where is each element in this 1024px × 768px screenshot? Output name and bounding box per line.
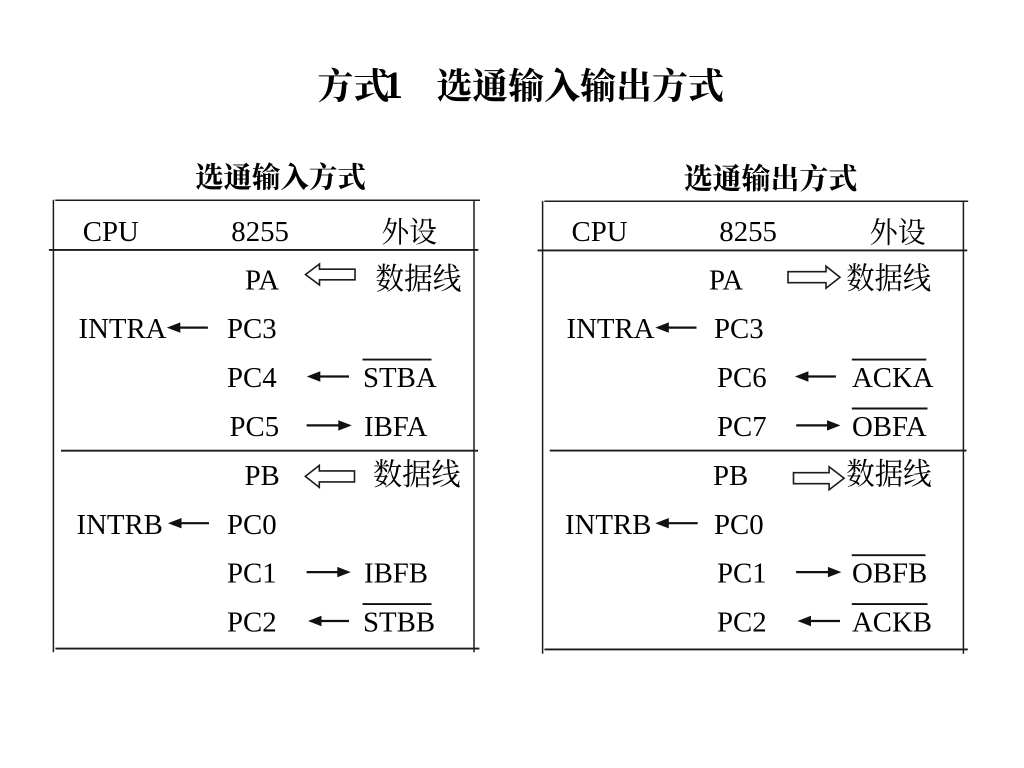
svg-text:INTRA: INTRA [79, 313, 167, 345]
svg-text:PA: PA [245, 264, 279, 296]
svg-text:ACKA: ACKA [852, 362, 934, 394]
svg-text:CPU: CPU [83, 216, 139, 248]
svg-text:PB: PB [713, 460, 748, 492]
svg-text:PB: PB [245, 460, 280, 492]
svg-text:1: 1 [384, 64, 404, 107]
svg-text:PC7: PC7 [717, 411, 767, 443]
svg-text:CPU: CPU [572, 216, 628, 248]
svg-text:STBA: STBA [363, 362, 437, 394]
svg-text:INTRA: INTRA [567, 313, 655, 345]
svg-text:PA: PA [709, 264, 743, 296]
svg-text:INTRB: INTRB [565, 509, 651, 541]
svg-text:OBFA: OBFA [852, 411, 927, 443]
svg-text:IBFB: IBFB [364, 558, 428, 590]
svg-text:OBFB: OBFB [852, 558, 927, 590]
svg-text:PC0: PC0 [714, 509, 764, 541]
svg-text:PC2: PC2 [227, 607, 277, 639]
svg-text:PC6: PC6 [717, 362, 767, 394]
svg-text:8255: 8255 [719, 216, 777, 248]
svg-text:PC2: PC2 [717, 607, 767, 639]
svg-text:PC3: PC3 [714, 313, 764, 345]
svg-text:8255: 8255 [231, 216, 289, 248]
svg-text:INTRB: INTRB [77, 509, 163, 541]
svg-text:ACKB: ACKB [852, 607, 932, 639]
svg-text:PC0: PC0 [227, 509, 277, 541]
svg-text:STBB: STBB [363, 607, 435, 639]
svg-text:PC3: PC3 [227, 313, 277, 345]
svg-text:PC1: PC1 [227, 558, 277, 590]
svg-text:IBFA: IBFA [364, 411, 428, 443]
svg-text:PC4: PC4 [227, 362, 277, 394]
svg-text:PC1: PC1 [717, 558, 767, 590]
svg-text:PC5: PC5 [230, 411, 280, 443]
